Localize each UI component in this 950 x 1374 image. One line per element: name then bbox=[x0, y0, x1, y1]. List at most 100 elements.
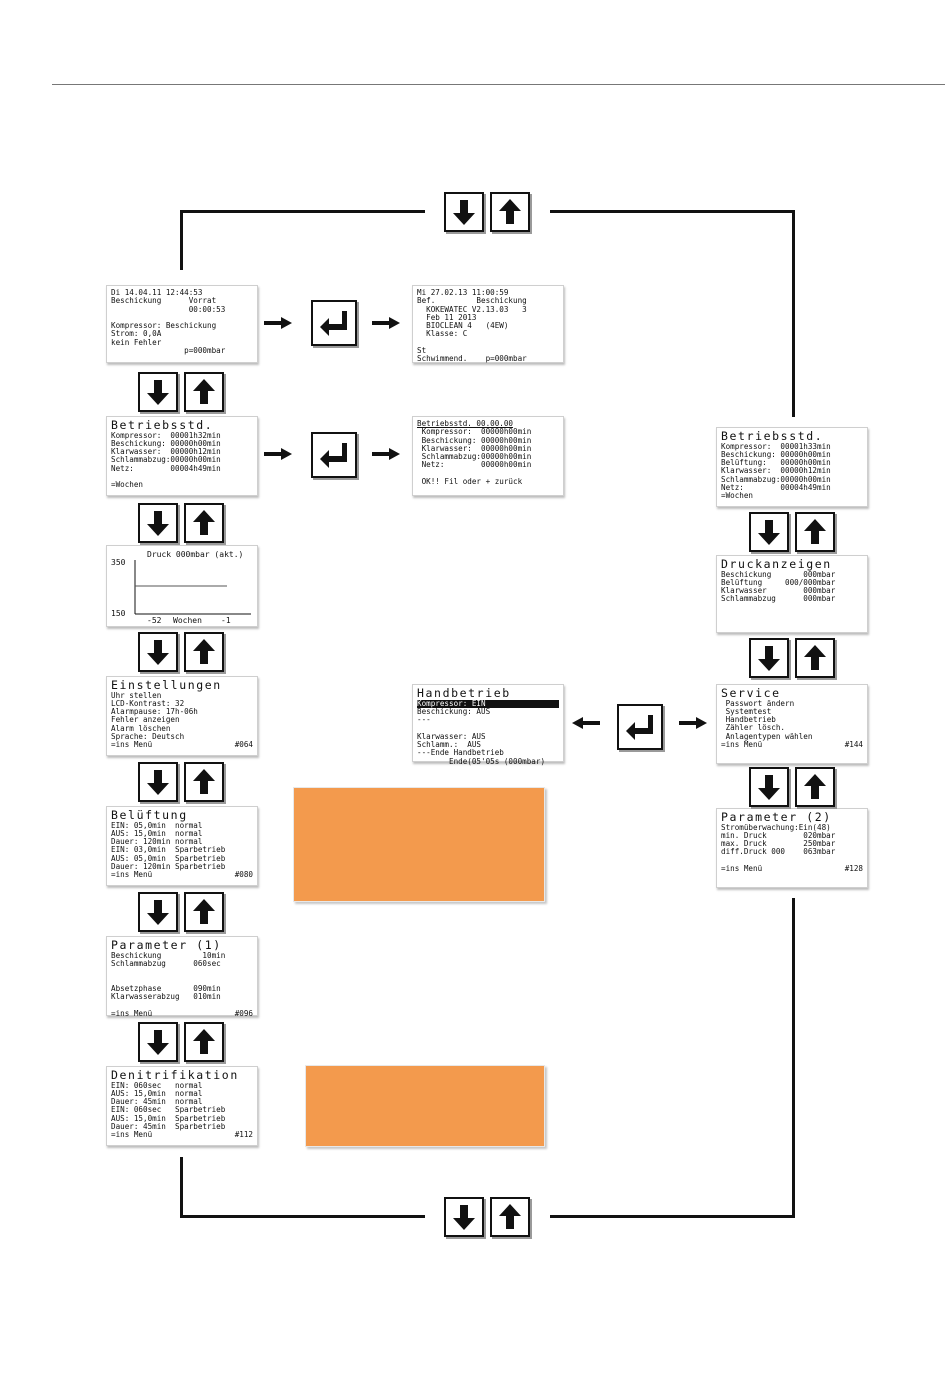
loop-line-top-left-horizontal bbox=[180, 210, 425, 213]
screen-line: Belüftung 000/000mbar bbox=[721, 577, 836, 587]
screen-line: Schlamm.: AUS bbox=[417, 739, 482, 749]
navigation-keys-right-2 bbox=[749, 638, 836, 678]
arrow-up-key-icon bbox=[795, 638, 835, 678]
screen-line: St bbox=[417, 346, 427, 356]
arrow-up-key-icon bbox=[184, 762, 224, 802]
arrow-up-key-icon bbox=[184, 503, 224, 543]
chart-y-bottom-label: 150 bbox=[111, 609, 126, 618]
arrow-up-key-icon bbox=[184, 632, 224, 672]
screen-line: --- bbox=[417, 715, 431, 725]
screen-footer: =ins Menü#112 bbox=[111, 1130, 253, 1140]
footer-page-number: #064 bbox=[234, 740, 253, 750]
footer-page-number: #144 bbox=[844, 739, 863, 749]
footer-page-number: #112 bbox=[234, 1130, 253, 1140]
footer-menu-label: =ins Menü bbox=[721, 739, 763, 749]
screen-line: Zähler lösch. bbox=[721, 723, 786, 733]
chart-title: Druck 000mbar (akt.) bbox=[147, 550, 243, 559]
note-box-upper bbox=[293, 787, 545, 902]
screen-line: BIOCLEAN 4 (4EW) bbox=[417, 321, 509, 331]
lcd-betriebsstd-reset-screen: Betriebsstd. 00.00.00 Kompressor: 00000h… bbox=[412, 416, 564, 496]
footer-menu-label: =ins Menü bbox=[111, 740, 153, 750]
arrow-down-key-icon bbox=[749, 512, 789, 552]
screen-title: Parameter (1) bbox=[111, 938, 222, 952]
arrow-down-key-icon bbox=[138, 1022, 178, 1062]
arrow-right-icon bbox=[262, 447, 294, 461]
screen-line: Anlagentypen wählen bbox=[721, 731, 813, 741]
screen-line: LCD-Kontrast: 32 bbox=[111, 698, 185, 708]
screen-title: Service bbox=[721, 686, 781, 700]
screen-line: AUS: 05,0min Sparbetrieb bbox=[111, 853, 226, 863]
arrow-up-key-icon bbox=[490, 192, 530, 232]
screen-line: Schlammabzug:00000h00min bbox=[417, 452, 532, 462]
screen-line: Schlammabzug 060sec bbox=[111, 958, 221, 968]
screen-line: Absetzphase 090min bbox=[111, 983, 221, 993]
screen-line bbox=[111, 968, 253, 976]
screen-line: 00:00:53 bbox=[111, 304, 226, 314]
arrow-up-key-icon bbox=[184, 892, 224, 932]
screen-line: EIN: 05,0min normal bbox=[111, 820, 203, 830]
screen-title: Parameter (2) bbox=[721, 810, 832, 824]
arrow-right-icon bbox=[370, 316, 402, 330]
screen-title: Denitrifikation bbox=[111, 1068, 239, 1082]
loop-line-bottom-right-horizontal bbox=[550, 1215, 795, 1218]
footer-menu-label: =ins Menü bbox=[111, 870, 153, 880]
screen-line: Dauer: 45min normal bbox=[111, 1097, 203, 1107]
screen-title: Betriebsstd. bbox=[721, 429, 824, 443]
screen-line: Dauer: 120min Sparbetrieb bbox=[111, 861, 226, 871]
screen-line: Sprache: Deutsch bbox=[111, 731, 185, 741]
loop-line-bottom-right-vertical bbox=[792, 898, 795, 1218]
screen-line: Beschickung 10min bbox=[111, 950, 226, 960]
screen-line: Beschickung: 00000h00min bbox=[111, 438, 221, 448]
navigation-keys-left-6 bbox=[138, 1022, 225, 1062]
screen-line: Dauer: 120min normal bbox=[111, 837, 203, 847]
screen-line: Fehler anzeigen bbox=[111, 715, 180, 725]
loop-line-top-right-vertical bbox=[792, 210, 795, 417]
screen-line: Klarwasser: 00000h12min bbox=[721, 466, 831, 476]
screen-line: Mi 27.02.13 11:00:59 bbox=[417, 288, 509, 297]
screen-footer: =ins Menü#080 bbox=[111, 870, 253, 880]
arrow-down-key-icon bbox=[138, 632, 178, 672]
screen-line: Netz: 00004h49min bbox=[721, 482, 831, 492]
screen-title: Belüftung bbox=[111, 808, 188, 822]
arrow-down-key-icon bbox=[444, 192, 484, 232]
screen-line: Uhr stellen bbox=[111, 690, 162, 700]
arrow-right-icon bbox=[677, 716, 709, 730]
arrow-down-key-icon bbox=[749, 638, 789, 678]
footer-page-number: #128 bbox=[844, 863, 863, 873]
screen-line: Schlammabzug:00000h00min bbox=[111, 455, 221, 465]
chart-x-mid-label: Wochen bbox=[173, 616, 202, 625]
screen-line: Klasse: C bbox=[417, 329, 468, 339]
navigation-keys-left-4 bbox=[138, 762, 225, 802]
selected-menu-item: Kompressor: EIN bbox=[417, 699, 559, 708]
screen-line: Beschickung: 00000h00min bbox=[417, 435, 532, 445]
screen-line: Kompressor: 00001h33min bbox=[721, 441, 831, 451]
navigation-keys-left-2 bbox=[138, 503, 225, 543]
pressure-chart: Druck 000mbar (akt.) 350 150 -52 Wochen … bbox=[111, 550, 251, 625]
screen-line: AUS: 15,0min Sparbetrieb bbox=[111, 1113, 226, 1123]
navigation-keys-bottom bbox=[444, 1197, 531, 1237]
screen-line: Alarmpause: 17h-06h bbox=[111, 707, 198, 717]
screen-line: Bef. Beschickung bbox=[417, 296, 527, 306]
screen-line: EIN: 060sec normal bbox=[111, 1080, 203, 1090]
screen-line: KOKEWATEC V2.13.03 3 bbox=[417, 304, 527, 314]
screen-line: Handbetrieb bbox=[721, 715, 776, 725]
footer-menu-label: =ins Menü bbox=[111, 1008, 153, 1018]
screen-line: Klarwasser 000mbar bbox=[721, 586, 836, 596]
screen-line: min. Druck 020mbar bbox=[721, 830, 836, 840]
screen-line bbox=[417, 339, 559, 347]
screen-footer: =ins Menü#096 bbox=[111, 1008, 253, 1018]
screen-line: =Wochen bbox=[111, 480, 144, 490]
lcd-service-screen: Service Passwort ändern Systemtest Handb… bbox=[716, 684, 868, 764]
screen-line: Beschickung: AUS bbox=[417, 706, 491, 716]
arrow-up-key-icon bbox=[795, 767, 835, 807]
screen-line: Strom: 0,0A bbox=[111, 329, 162, 339]
arrow-right-icon bbox=[262, 316, 294, 330]
arrow-right-icon bbox=[370, 447, 402, 461]
screen-line: EIN: 060sec Sparbetrieb bbox=[111, 1105, 226, 1115]
screen-line: Netz: 00004h49min bbox=[111, 463, 221, 473]
